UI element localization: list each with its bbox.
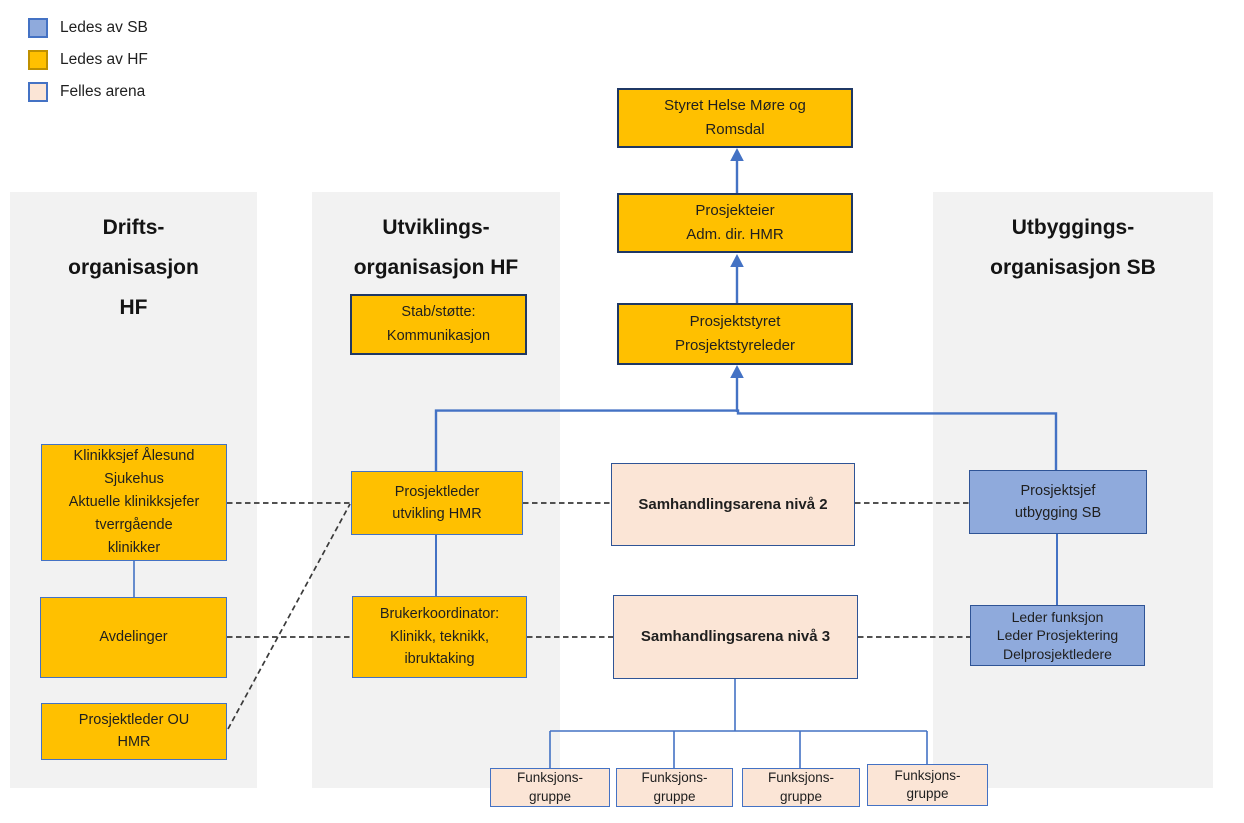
column-drift-title: Drifts- organisasjon HF: [68, 216, 199, 319]
box-avdelinger: Avdelinger: [40, 597, 227, 678]
arrow-up-styret: [730, 148, 744, 161]
box-funksjonsgruppe-1: Funksjons- gruppe: [490, 768, 610, 807]
dashed-connectors: [227, 502, 970, 730]
distribution-line: [434, 409, 1058, 471]
legend-swatch-hf-icon: [28, 50, 48, 70]
box-prosjektleder-utvikling: Prosjektleder utvikling HMR: [351, 471, 523, 535]
legend-label-sb: Ledes av SB: [60, 19, 148, 36]
dash-ou-prosjektleder: [227, 503, 351, 730]
funksjonsgruppe-tree: [549, 679, 928, 769]
legend-item-hf: Ledes av HF: [28, 44, 148, 76]
box-brukerkoordinator: Brukerkoordinator: Klinikk, teknikk, ibr…: [352, 596, 527, 678]
box-funksjonsgruppe-2: Funksjons- gruppe: [616, 768, 733, 807]
box-samhandlingsarena-niva3: Samhandlingsarena nivå 3: [613, 595, 858, 679]
box-leder-funksjon: Leder funksjon Leder Prosjektering Delpr…: [970, 605, 1145, 666]
box-prosjektstyret: Prosjektstyret Prosjektstyreleder: [617, 303, 853, 365]
box-prosjekteier: Prosjekteier Adm. dir. HMR: [617, 193, 853, 253]
arrow-up-prosjekteier: [730, 254, 744, 267]
legend-item-sb: Ledes av SB: [28, 12, 148, 44]
column-utvikling-title: Utviklings- organisasjon HF: [353, 216, 519, 279]
legend-item-arena: Felles arena: [28, 76, 148, 108]
legend: Ledes av SB Ledes av HF Felles arena: [28, 12, 148, 108]
column-utbygging-title: Utbyggings- organisasjon SB: [990, 216, 1156, 279]
box-samhandlingsarena-niva2: Samhandlingsarena nivå 2: [611, 463, 855, 546]
box-funksjonsgruppe-4: Funksjons- gruppe: [867, 764, 988, 806]
box-prosjektsjef-utbygging: Prosjektsjef utbygging SB: [969, 470, 1147, 534]
legend-swatch-arena-icon: [28, 82, 48, 102]
legend-swatch-sb-icon: [28, 18, 48, 38]
arrow-up-prosjektstyret: [730, 365, 744, 378]
box-klinikksjef: Klinikksjef Ålesund Sjukehus Aktuelle kl…: [41, 444, 227, 561]
solid-connectors: [133, 148, 1058, 769]
box-funksjonsgruppe-3: Funksjons- gruppe: [742, 768, 860, 807]
legend-label-arena: Felles arena: [60, 83, 146, 100]
box-stab-stotte: Stab/støtte: Kommunikasjon: [350, 294, 527, 355]
box-styret: Styret Helse Møre og Romsdal: [617, 88, 853, 148]
box-prosjektleder-ou: Prosjektleder OU HMR: [41, 703, 227, 760]
legend-label-hf: Ledes av HF: [60, 51, 148, 68]
